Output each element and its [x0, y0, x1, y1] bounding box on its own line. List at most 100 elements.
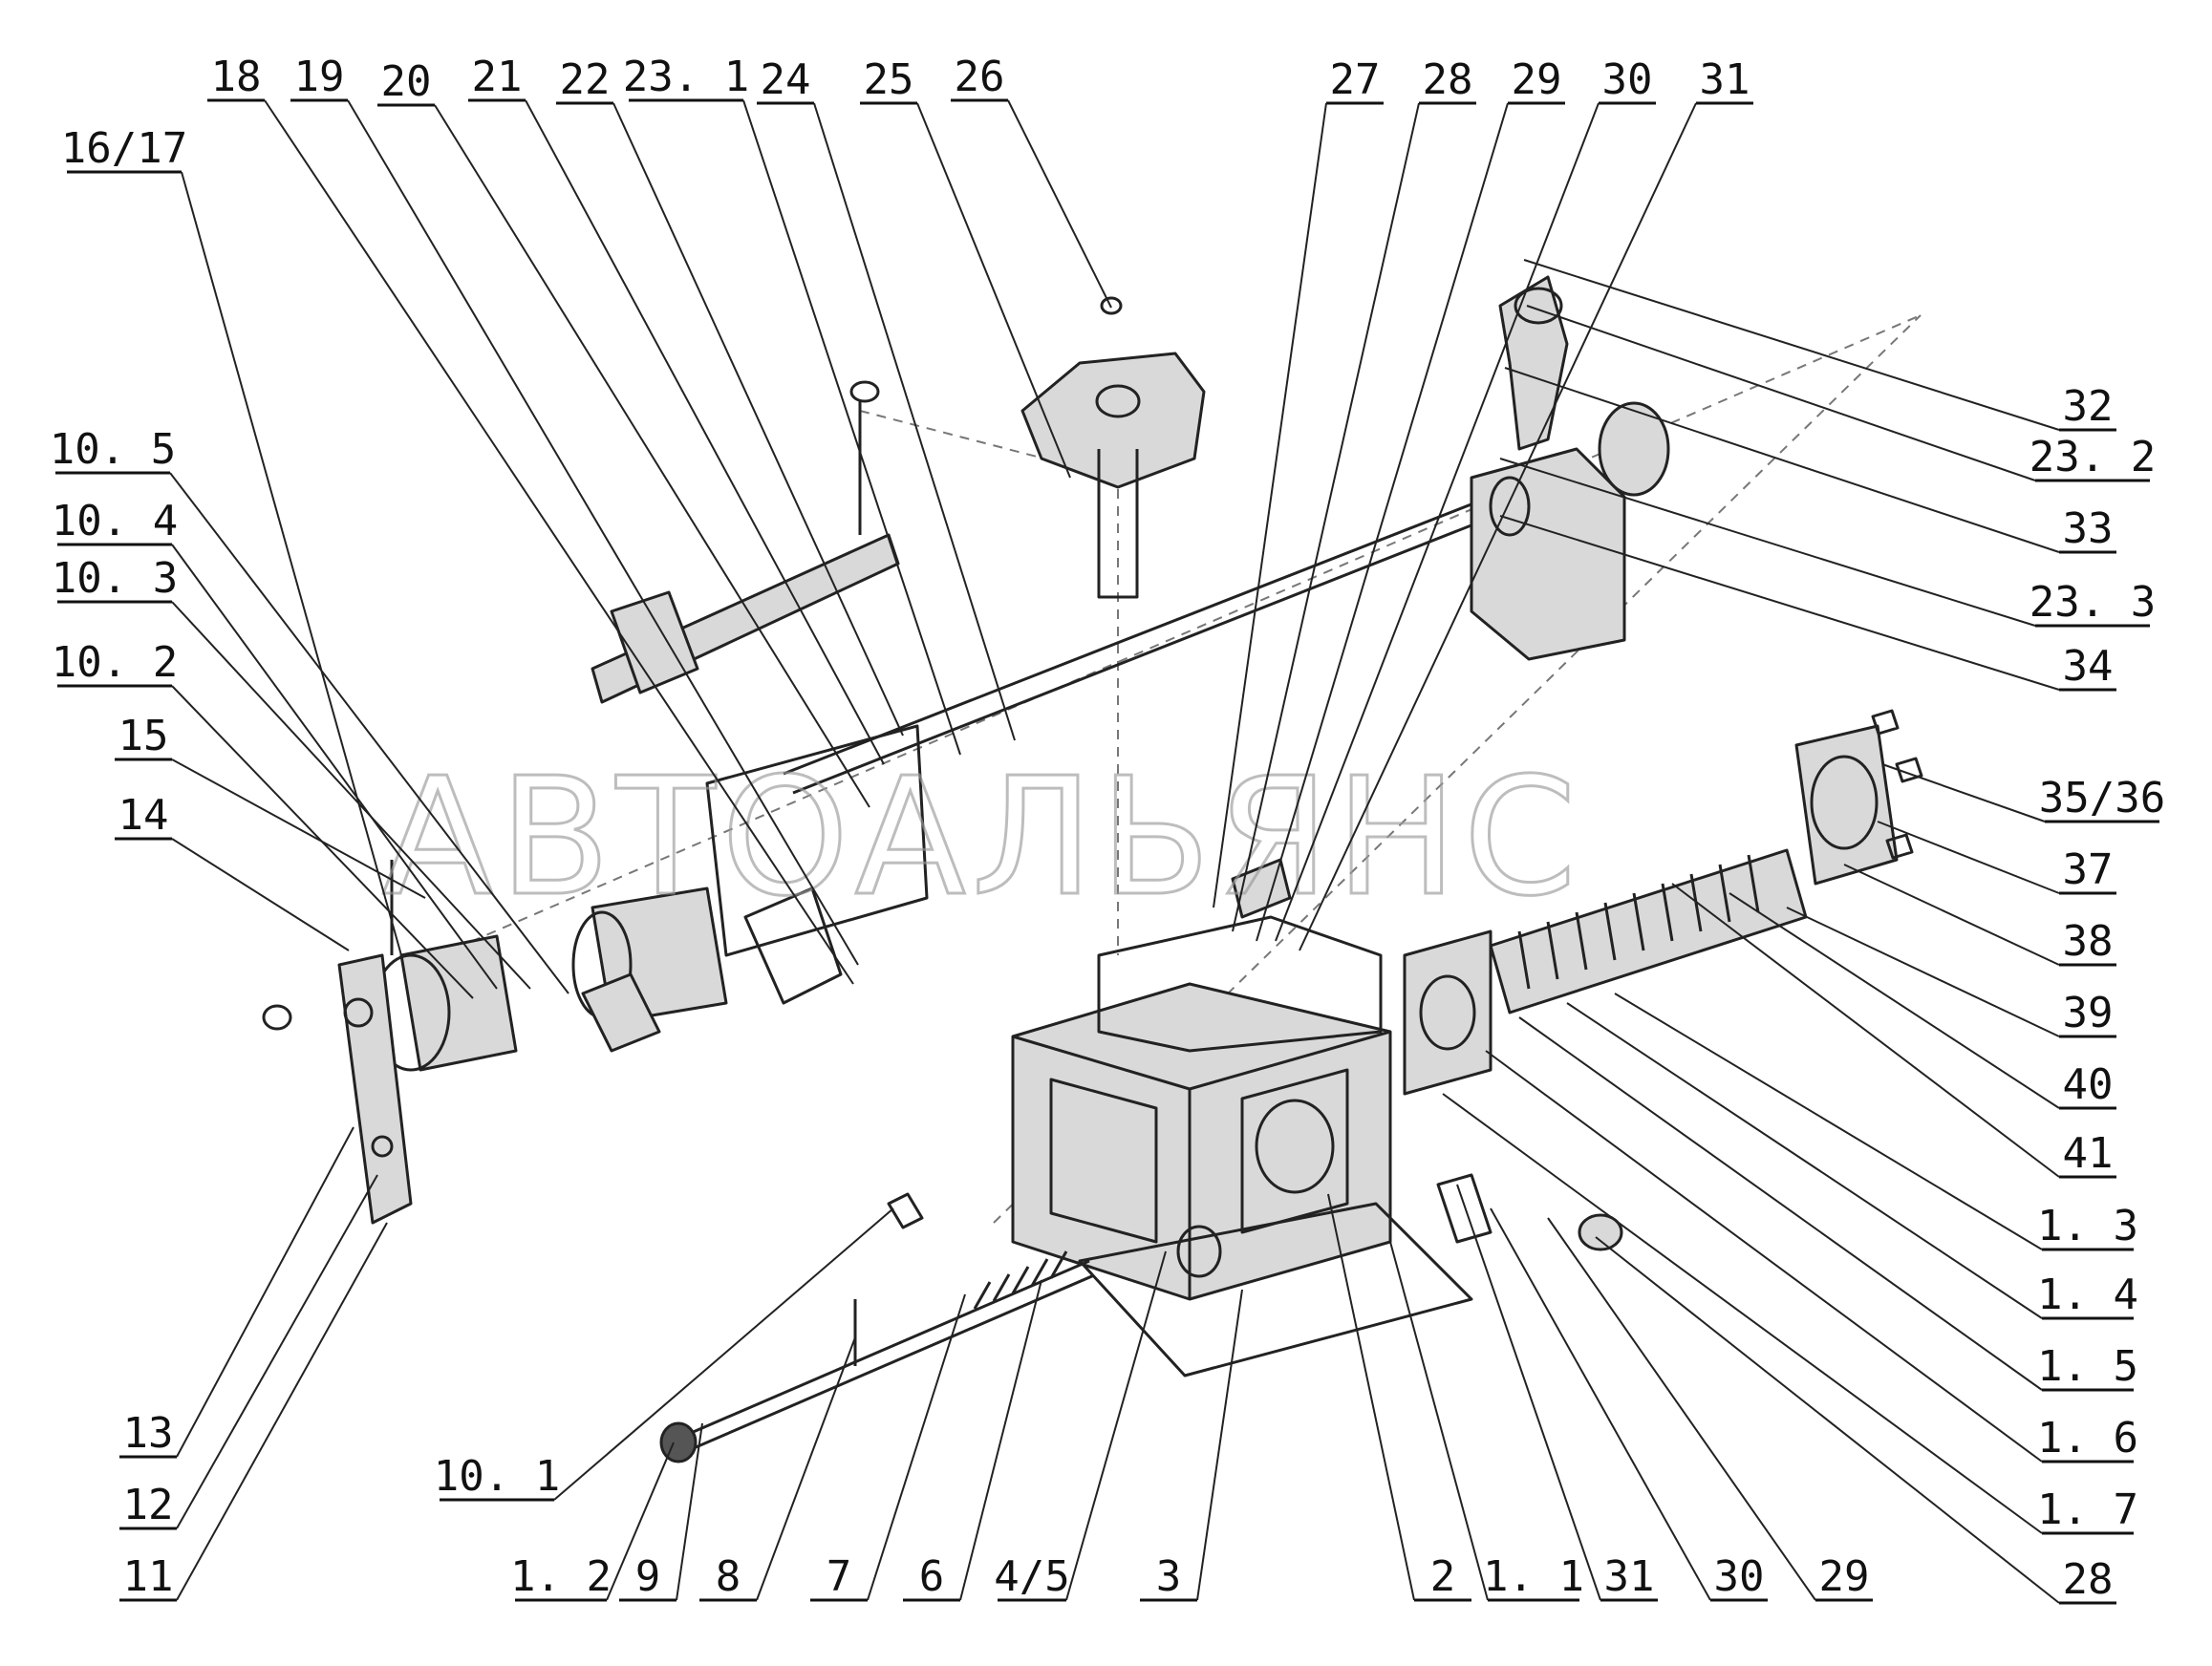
callout-label: 25 — [864, 55, 914, 104]
callout-leader-line — [612, 102, 904, 737]
callout-label: 20 — [381, 57, 432, 106]
callout-label: 29 — [1512, 55, 1562, 104]
callout-leader-line — [1389, 1241, 1489, 1601]
callout-leader-line — [1327, 1193, 1415, 1601]
callout-label: 15 — [118, 712, 169, 760]
callout-leader-line — [1671, 883, 2060, 1178]
callout-label: 30 — [1714, 1552, 1765, 1601]
callout-label: 21 — [472, 53, 523, 101]
callout-leader-line — [756, 1336, 856, 1601]
callout-label: 16/17 — [61, 124, 187, 173]
callout-label: 10. 2 — [52, 638, 178, 687]
callout-leader-line — [176, 1174, 378, 1529]
callout-label: 38 — [2063, 917, 2114, 966]
upper-shift-rod — [783, 275, 1670, 795]
callout-label: 41 — [2063, 1129, 2114, 1178]
callout-leader-line — [676, 1422, 703, 1601]
callout-leader-line — [171, 544, 498, 990]
callout-label: 1. 6 — [2037, 1414, 2138, 1463]
callout-label: 10. 1 — [434, 1452, 560, 1501]
callout-leader-line — [742, 99, 961, 756]
callout-leader-line — [1518, 1016, 2043, 1391]
callout-leader-line — [1442, 1093, 2043, 1534]
callout-label: 13 — [123, 1409, 174, 1458]
callout-label: 1. 7 — [2037, 1485, 2138, 1534]
callout-label: 8 — [716, 1552, 741, 1601]
callout-leader-line — [176, 1222, 388, 1601]
callout-leader-line — [1490, 1207, 1711, 1601]
callout-label: 12 — [123, 1481, 174, 1529]
right-spring-assembly — [1489, 724, 1899, 1015]
callout-label: 1. 5 — [2037, 1342, 2138, 1391]
callout-leader-line — [867, 1293, 966, 1601]
callout-label: 9 — [635, 1552, 661, 1601]
callout-label: 22 — [560, 55, 611, 104]
assembly-guides — [439, 314, 1922, 1224]
callout-leader-line — [264, 99, 854, 985]
callout-label: 19 — [294, 53, 345, 101]
callout-label: 1. 1 — [1483, 1552, 1584, 1601]
callout-leader-line — [1256, 102, 1509, 942]
callout-label: 28 — [2063, 1555, 2114, 1604]
callout-leader-line — [1877, 821, 2060, 894]
callout-label: 10. 3 — [52, 554, 178, 603]
callout-leader-line — [176, 1126, 354, 1458]
callout-label: 31 — [1604, 1552, 1655, 1601]
callout-leader-line — [1007, 99, 1112, 309]
callout-leader-line — [1523, 259, 2060, 431]
callout-leader-line — [171, 838, 350, 951]
left-lever-arm — [262, 860, 413, 1225]
callout-leader-line — [1843, 864, 2060, 966]
lower-rod-assembly — [659, 1250, 1095, 1463]
callout-leader-line — [1456, 1184, 1601, 1601]
callout-label: 30 — [1602, 55, 1653, 104]
callout-leader-line — [1499, 458, 2036, 627]
callout-leader-line — [1881, 763, 2046, 822]
callout-leader-line — [1729, 892, 2060, 1109]
main-housing — [1011, 915, 1493, 1378]
callout-leaders — [55, 98, 2159, 1605]
callout-label: 26 — [955, 53, 1005, 101]
callout-label: 10. 4 — [52, 497, 178, 545]
callout-leader-line — [434, 104, 870, 808]
callout-leader-line — [1595, 1236, 2060, 1604]
callout-label: 11 — [123, 1552, 174, 1601]
callout-label: 1. 2 — [510, 1552, 612, 1601]
callout-leader-line — [525, 99, 885, 765]
callout-leader-line — [1232, 102, 1420, 932]
callout-label: 39 — [2063, 989, 2114, 1037]
callout-label: 3 — [1156, 1552, 1182, 1601]
callout-leader-line — [1196, 1289, 1243, 1601]
callout-leader-line — [171, 758, 426, 899]
callout-leader-line — [1299, 102, 1697, 951]
callout-leader-line — [959, 1279, 1042, 1601]
callout-leader-line — [1614, 993, 2043, 1250]
callout-label: 37 — [2063, 845, 2114, 894]
callout-label: 18 — [211, 53, 262, 101]
callout-leader-line — [347, 99, 859, 966]
callout-leader-line — [606, 1442, 675, 1601]
callout-label: 10. 5 — [50, 425, 176, 474]
watermark: АВТОАЛЬЯНС — [382, 743, 1582, 932]
callout-label: 23. 2 — [2029, 433, 2156, 481]
callout-leader-line — [1499, 515, 2060, 691]
callout-leader-line — [171, 601, 531, 990]
top-flange — [1020, 296, 1206, 599]
callout-label: 24 — [761, 55, 811, 104]
callout-leader-line — [1526, 305, 2036, 481]
callout-label: 35/36 — [2039, 774, 2165, 822]
callout-label: 14 — [118, 791, 169, 840]
callout-label: 7 — [827, 1552, 852, 1601]
callout-label: 28 — [1423, 55, 1473, 104]
callout-label: 23. 3 — [2029, 578, 2156, 627]
callout-label: 27 — [1330, 55, 1381, 104]
callout-label: 4/5 — [994, 1552, 1069, 1601]
callout-leader-line — [1504, 367, 2060, 553]
callout-label: 34 — [2063, 642, 2114, 691]
callout-leader-line — [1566, 1002, 2043, 1319]
callout-leader-line — [1485, 1050, 2043, 1463]
callout-label: 33 — [2063, 504, 2114, 553]
callout-label: 1. 3 — [2037, 1202, 2138, 1250]
callout-leader-line — [1065, 1250, 1167, 1601]
